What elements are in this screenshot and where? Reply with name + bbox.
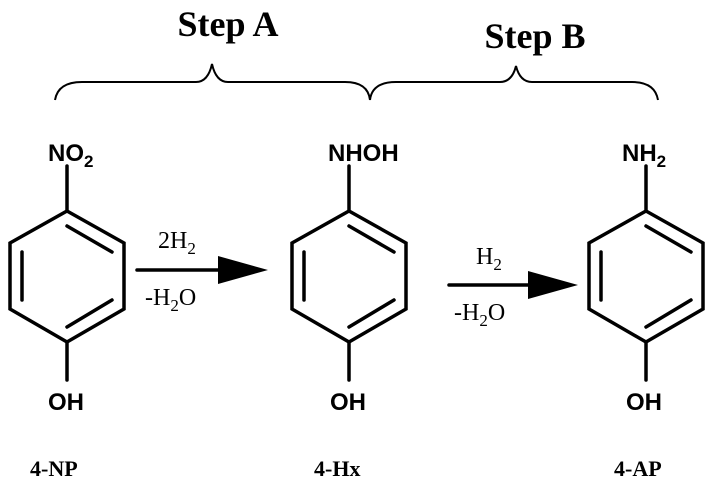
hydroxyl-group-label-3: OH: [626, 389, 662, 416]
molecule-4-ap: NH2 OH 4-AP: [587, 140, 705, 481]
molecule-label-4-hx: 4-Hx: [314, 456, 360, 481]
arrow-2-byproduct: -H2O: [454, 300, 505, 330]
molecule-4-hx: NHOH OH 4-Hx: [290, 140, 408, 481]
reaction-arrow-2: H2 -H2O: [447, 244, 578, 330]
molecule-label-4-np: 4-NP: [30, 456, 78, 481]
step-a-brace: [54, 63, 371, 101]
step-a-title: Step A: [177, 4, 278, 44]
arrow-2-reagent: H2: [476, 244, 502, 274]
amino-group-label: NH2: [622, 140, 666, 171]
reaction-arrow-1: 2H2 -H2O: [135, 228, 268, 315]
hydroxyl-group-label-2: OH: [330, 389, 366, 416]
arrow-1-reagent: 2H2: [158, 228, 196, 258]
molecule-label-4-ap: 4-AP: [614, 456, 662, 481]
hydroxylamine-group-label: NHOH: [328, 140, 399, 167]
molecule-4-np: NO2 OH 4-NP: [8, 140, 126, 481]
step-b-title: Step B: [484, 16, 585, 56]
hydroxyl-group-label-1: OH: [48, 389, 84, 416]
nitro-group-label: NO2: [48, 140, 93, 171]
arrow-1-byproduct: -H2O: [145, 285, 196, 315]
step-b-brace: [369, 65, 659, 101]
